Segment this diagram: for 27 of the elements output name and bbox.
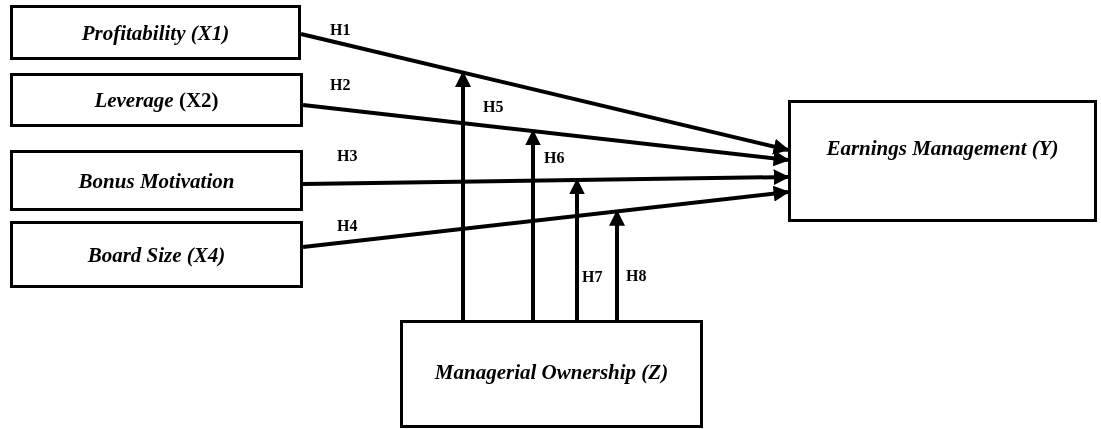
arrow [300, 32, 790, 155]
edge-label: H8 [626, 268, 647, 284]
edge-label: H4 [337, 218, 358, 234]
arrow [302, 103, 790, 167]
edge-label: H7 [582, 269, 603, 285]
variable-name: Profitability (X1) [81, 19, 230, 47]
arrow [302, 169, 790, 186]
variable-box [788, 100, 1097, 222]
edge-label: H5 [483, 99, 504, 115]
arrow [569, 178, 585, 320]
variable-name: Earnings Management (Y) [826, 135, 1059, 162]
variable-box [10, 221, 303, 288]
arrow [302, 185, 790, 249]
variable-name: Board Size (X4) [87, 241, 226, 269]
variable-name: Managerial Ownership (Z) [434, 359, 669, 386]
edge-label: H3 [337, 148, 358, 164]
edge-label: H2 [330, 77, 351, 93]
edge-label: H1 [330, 22, 351, 38]
variable-name: Bonus Motivation [78, 167, 235, 195]
variable-name: Leverage (X2) [94, 87, 219, 114]
edge-label: H6 [544, 150, 565, 166]
variable-box [10, 5, 301, 60]
arrow [455, 71, 471, 320]
variable-box [10, 73, 303, 127]
variable-box [10, 150, 303, 211]
arrow [525, 129, 541, 320]
variable-box [400, 320, 703, 428]
